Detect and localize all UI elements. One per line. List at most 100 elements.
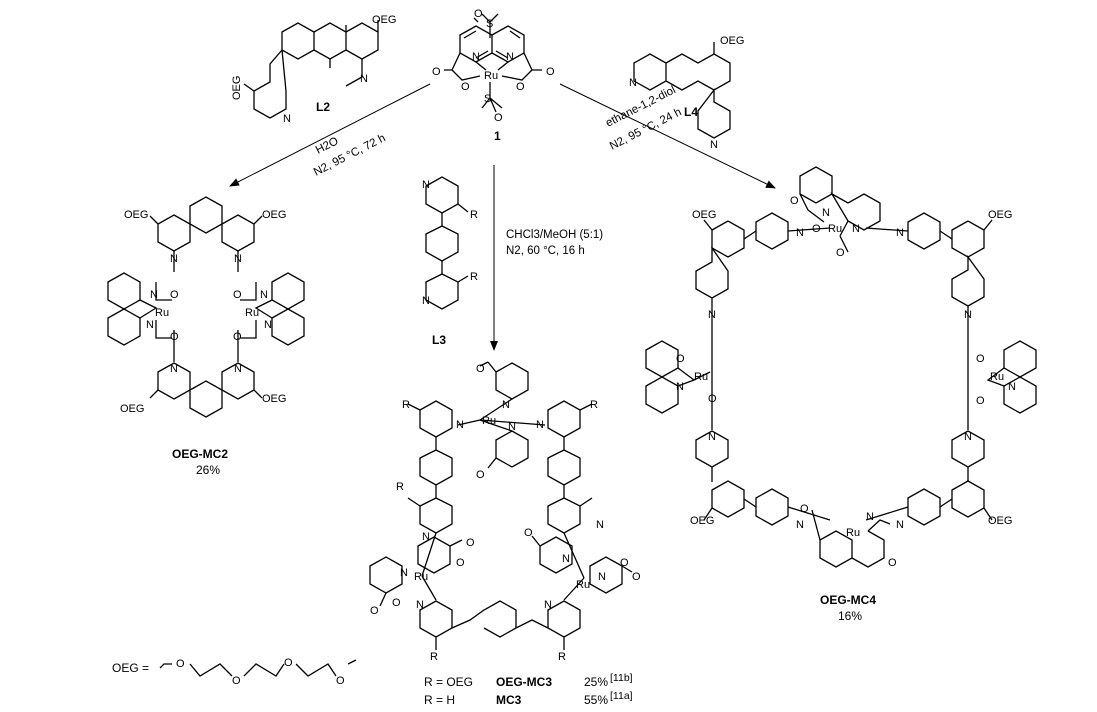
svg-text:N: N [422, 295, 430, 307]
svg-text:N: N [283, 113, 291, 125]
svg-text:N: N [676, 381, 684, 393]
svg-text:N: N [472, 51, 480, 63]
svg-text:O: O [176, 658, 185, 670]
oeg-mc2-label: OEG-MC2 [172, 447, 228, 461]
svg-text:N: N [710, 139, 718, 151]
svg-text:OEG: OEG [231, 76, 243, 100]
oeg-chain-structure [159, 659, 357, 677]
svg-text:S: S [486, 18, 493, 30]
ligand-l3-label: L3 [432, 333, 446, 347]
svg-text:O: O [233, 331, 242, 343]
results-row-1: R = OEG OEG-MC3 25% [11b] [424, 672, 633, 689]
condition-left-solvent: H2O [314, 135, 341, 156]
svg-text:N: N [964, 309, 972, 321]
svg-text:N: N [708, 431, 716, 443]
compound-1-structure: S O N N Ru O O O O S O [432, 8, 555, 124]
ligand-l2-label: L2 [316, 100, 330, 114]
oeg-mc4-yield: 16% [838, 609, 862, 623]
svg-text:25%: 25% [584, 675, 608, 689]
svg-text:N: N [1008, 381, 1016, 393]
svg-text:O: O [976, 353, 985, 365]
svg-text:O: O [392, 597, 401, 609]
svg-text:Ru: Ru [245, 307, 259, 319]
svg-text:O: O [232, 675, 241, 687]
oeg-mc4-label: OEG-MC4 [820, 593, 876, 607]
svg-text:Ru: Ru [482, 415, 496, 427]
svg-text:Ru: Ru [694, 371, 708, 383]
svg-text:O: O [524, 527, 533, 539]
svg-text:R: R [396, 481, 404, 493]
svg-text:O: O [432, 66, 441, 78]
svg-text:OEG: OEG [262, 209, 286, 221]
svg-text:Ru: Ru [990, 371, 1004, 383]
ligand-l4-structure [633, 42, 731, 139]
svg-text:N: N [422, 179, 430, 191]
svg-text:N: N [146, 319, 154, 331]
svg-text:OEG: OEG [692, 209, 716, 221]
svg-text:O: O [456, 557, 465, 569]
svg-text:O: O [233, 289, 242, 301]
svg-text:N: N [536, 419, 544, 431]
svg-text:O: O [370, 605, 379, 617]
svg-text:N: N [964, 431, 972, 443]
ligand-l2-structure [243, 20, 379, 119]
svg-text:O: O [546, 66, 555, 78]
svg-text:OEG: OEG [262, 393, 286, 405]
svg-text:N: N [502, 399, 510, 411]
svg-text:R = OEG: R = OEG [424, 675, 473, 689]
svg-text:O: O [336, 675, 345, 687]
svg-text:N: N [234, 363, 242, 375]
svg-text:R: R [430, 651, 438, 663]
svg-text:O: O [516, 81, 525, 93]
svg-text:O: O [170, 331, 179, 343]
oeg-mc2-structure [107, 196, 305, 418]
svg-text:N: N [544, 599, 552, 611]
condition-mid-solvent: CHCl3/MeOH (5:1) [506, 229, 603, 241]
svg-text:O: O [976, 395, 985, 407]
svg-text:OEG: OEG [690, 515, 714, 527]
svg-text:S: S [484, 93, 491, 105]
svg-text:Ru: Ru [576, 579, 590, 591]
svg-text:MC3: MC3 [496, 693, 522, 707]
svg-text:N: N [508, 421, 516, 433]
svg-text:N: N [796, 519, 804, 531]
svg-text:N: N [150, 289, 158, 301]
results-row-2: R = H MC3 55% [11a] [424, 690, 633, 707]
svg-text:N: N [629, 77, 637, 89]
svg-text:O: O [888, 557, 897, 569]
svg-text:O: O [466, 537, 475, 549]
svg-text:O: O [494, 112, 503, 124]
oeg-mc2-yield: 26% [196, 463, 220, 477]
condition-mid-params: N2, 60 °C, 16 h [506, 245, 585, 257]
svg-text:N: N [360, 73, 368, 85]
svg-text:N: N [456, 419, 464, 431]
svg-text:N: N [852, 223, 860, 235]
svg-text:O: O [284, 657, 293, 669]
svg-text:O: O [474, 8, 483, 20]
svg-text:R = H: R = H [424, 693, 455, 707]
oeg-mc4-structure [645, 166, 1037, 568]
oeg-definition-label: OEG = [112, 661, 149, 675]
svg-text:O: O [476, 363, 485, 375]
svg-text:O: O [800, 503, 809, 515]
svg-text:O: O [812, 223, 821, 235]
svg-text:Ru: Ru [846, 527, 860, 539]
svg-text:R: R [558, 651, 566, 663]
svg-text:N: N [822, 207, 830, 219]
svg-text:[11b]: [11b] [610, 672, 633, 684]
svg-text:OEG-MC3: OEG-MC3 [496, 675, 552, 689]
svg-text:OEG: OEG [988, 515, 1012, 527]
svg-text:N: N [598, 571, 606, 583]
svg-text:N: N [796, 227, 804, 239]
arrow-to-mc4 [559, 83, 776, 189]
svg-text:R: R [470, 209, 478, 221]
svg-text:Ru: Ru [414, 571, 428, 583]
svg-text:N: N [170, 253, 178, 265]
condition-left-params: N2, 95 °C, 72 h [312, 132, 388, 178]
svg-text:OEG: OEG [988, 209, 1012, 221]
svg-text:R: R [470, 271, 478, 283]
svg-text:O: O [790, 195, 799, 207]
svg-text:[11a]: [11a] [610, 690, 633, 702]
svg-text:N: N [562, 553, 570, 565]
